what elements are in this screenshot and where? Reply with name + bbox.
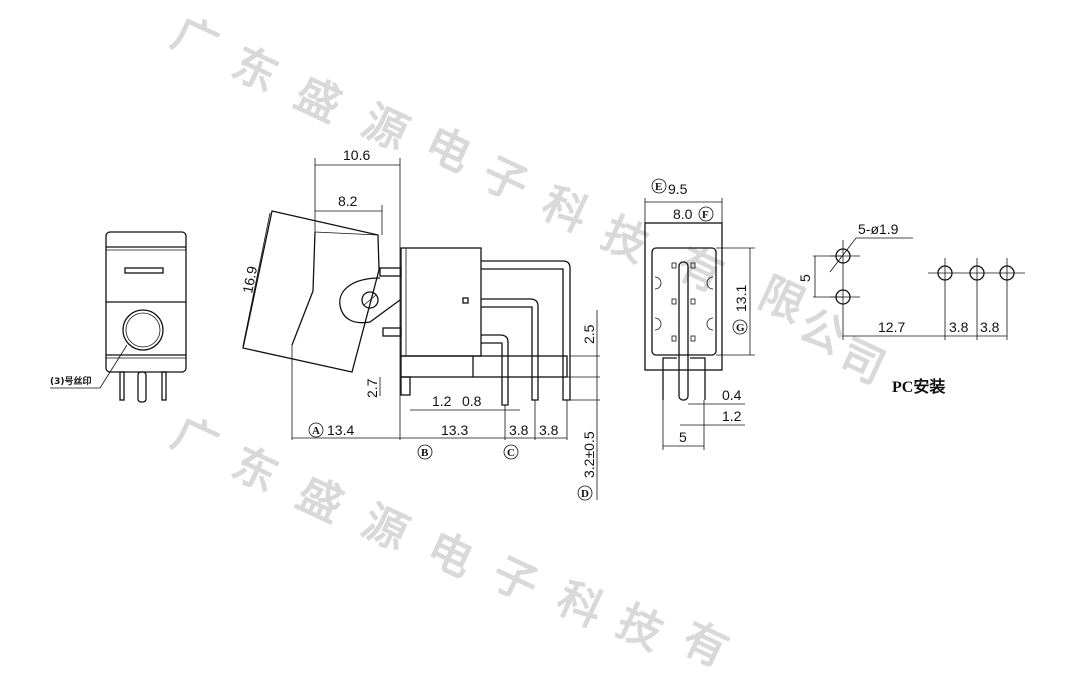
watermark-char: 子 [484,548,545,613]
watermark-char: 广 [164,8,225,73]
dim-5-end: 5 [679,429,687,445]
watermark-char: 科 [534,178,595,243]
watermark-char: 技 [594,208,655,273]
side-view: 10.6 8.2 16.9 2.5 2.7 1.2 0.8 A 13.4 13.… [239,147,600,501]
dim-9-5: 9.5 [668,181,688,197]
dim-0-8: 0.8 [462,393,482,409]
watermark-char: 盛 [287,68,348,133]
watermark-char: 有 [674,613,735,673]
marker-b: B [421,447,429,459]
dim-13-1: 13.1 [733,285,749,312]
dim-0-4: 0.4 [722,387,742,403]
pcb-layout: 5-ø1.9 5 12.7 3.8 3.8 PC安装 [797,221,1025,396]
watermark-char: 东 [224,438,285,503]
dim-2-7: 2.7 [364,378,380,398]
dim-pcb-pitch-1: 3.8 [949,319,969,335]
dim-2-5: 2.5 [581,324,597,344]
dim-1-2-end: 1.2 [722,408,742,424]
marker-a: A [312,425,320,437]
dim-pitch-1: 3.8 [509,422,529,438]
watermark-char: 盛 [289,468,350,533]
front-view: (3)号丝印 [50,231,187,403]
dim-13-4: 13.4 [327,422,354,438]
marker-f: F [702,209,709,221]
dim-pcb-pitch-2: 3.8 [980,319,1000,335]
dim-16-9: 16.9 [239,265,260,295]
dim-8-0: 8.0 [673,206,693,222]
watermark-char: 广 [164,408,225,473]
dim-8-2: 8.2 [338,193,358,209]
marker-e: E [655,181,662,193]
dim-pitch-2: 3.8 [539,422,559,438]
dim-12-7: 12.7 [878,319,905,335]
watermark-char: 电 [419,523,480,588]
watermark-char: 源 [354,496,415,561]
dim-vertical-pitch: 5 [797,274,813,282]
silkscreen-note: (3)号丝印 [50,375,92,387]
dim-pin-length: 3.2±0.5 [581,431,597,478]
watermark: 广东盛源电子科技有限公司广东盛源电子科技有 [164,8,892,673]
hole-spec: 5-ø1.9 [858,221,899,237]
watermark-char: 技 [609,596,670,661]
marker-g: G [736,322,745,334]
dim-1-2: 1.2 [432,393,452,409]
watermark-char: 电 [417,118,478,183]
end-view: E 9.5 8.0 F 13.1 G 0.4 1.2 5 [644,178,755,450]
watermark-char: 子 [474,148,535,213]
dim-10-6: 10.6 [343,147,370,163]
watermark-char: 东 [224,38,285,103]
marker-c: C [507,447,515,459]
watermark-char: 科 [549,573,610,638]
pcb-layout-title: PC安装 [892,377,945,396]
dim-13-3: 13.3 [441,422,468,438]
marker-d: D [581,488,589,500]
